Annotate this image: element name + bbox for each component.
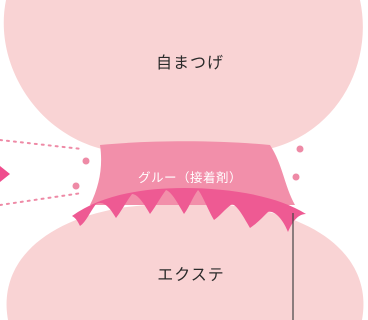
natural-eyelash-shape bbox=[3, 0, 363, 155]
dot-right-lower bbox=[292, 173, 300, 181]
extension-label: エクステ bbox=[157, 265, 225, 284]
extension-shape bbox=[6, 203, 364, 320]
dotted-line-upper bbox=[0, 139, 83, 150]
glue-shape bbox=[90, 141, 295, 205]
dot-left-upper bbox=[82, 157, 90, 165]
dot-left-lower bbox=[72, 182, 80, 190]
left-arrow-tip bbox=[0, 166, 10, 182]
dotted-line-lower bbox=[0, 192, 83, 206]
glue-label: グルー（接着剤） bbox=[138, 170, 242, 185]
glue-drip-edge bbox=[72, 188, 306, 232]
dot-right-upper bbox=[296, 145, 304, 153]
eyelash-label: 自まつげ bbox=[156, 53, 224, 72]
